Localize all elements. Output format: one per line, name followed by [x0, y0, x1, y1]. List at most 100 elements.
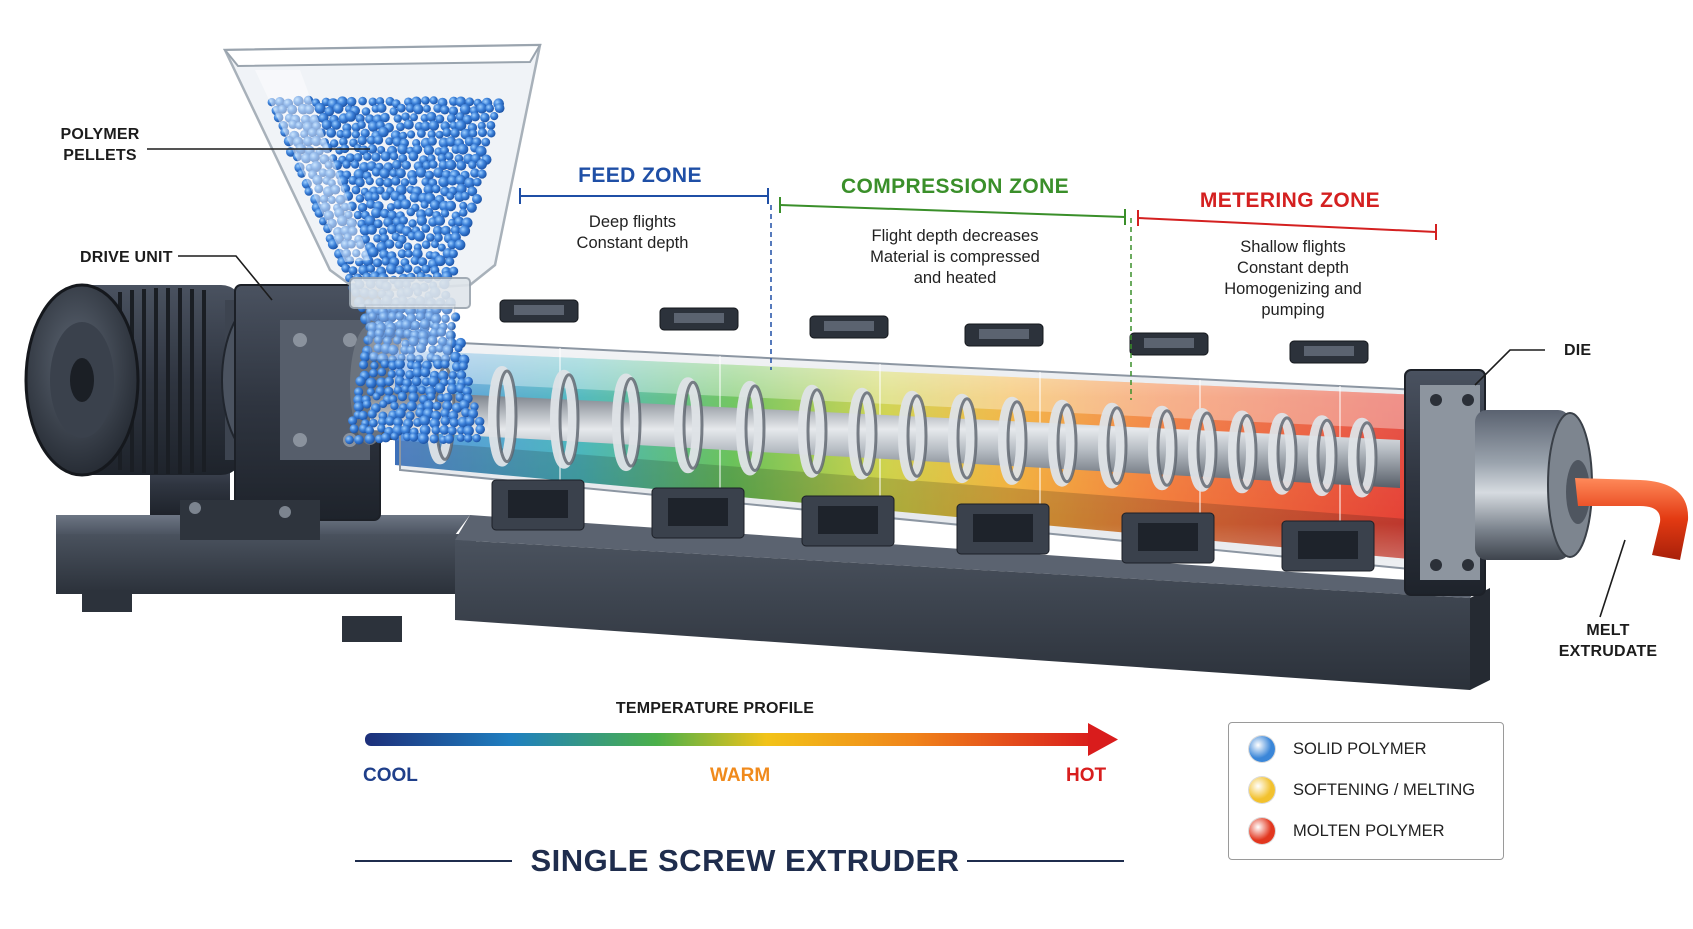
pellet	[433, 167, 444, 178]
pellet	[384, 327, 395, 338]
pellet	[413, 104, 424, 115]
pellet	[427, 130, 436, 139]
pellet	[364, 215, 376, 227]
pellet	[448, 106, 459, 116]
pellet	[421, 224, 431, 233]
pellet	[426, 392, 436, 401]
temp-warm-label: WARM	[710, 765, 771, 786]
pellet	[337, 175, 349, 187]
pellet	[408, 219, 417, 228]
pellet	[396, 122, 405, 132]
pellet	[394, 376, 405, 386]
pellet	[323, 210, 334, 221]
heater-grill	[824, 321, 874, 331]
pellet	[357, 202, 368, 213]
pellet	[490, 112, 499, 121]
pellet	[329, 154, 338, 163]
pellet	[375, 177, 385, 187]
pellet	[363, 152, 372, 161]
pellet	[368, 312, 378, 321]
pellet	[388, 394, 398, 404]
screw-flight	[1236, 414, 1258, 490]
pellet	[399, 131, 408, 140]
pellet	[487, 129, 496, 138]
heater-slot	[1298, 531, 1358, 559]
pellet	[348, 266, 358, 276]
pellet	[368, 246, 379, 258]
pellet	[455, 112, 465, 122]
pellet	[323, 223, 333, 234]
pellet	[424, 207, 434, 217]
pellet	[301, 178, 312, 189]
pellet	[450, 351, 462, 363]
pellet	[356, 240, 365, 249]
pellet	[406, 345, 416, 355]
pellet	[405, 370, 415, 380]
pellet	[383, 336, 392, 346]
heater-slot	[508, 490, 568, 518]
pellet	[371, 207, 382, 219]
pellet	[445, 200, 457, 212]
pellet	[428, 345, 438, 354]
pellet	[355, 194, 365, 203]
compression-zone-description: Flight depth decreases Material is compr…	[870, 227, 1040, 287]
pellet	[416, 215, 427, 226]
pellet	[380, 112, 390, 123]
pellet	[438, 176, 450, 188]
pellet	[369, 352, 379, 362]
pellet	[428, 120, 440, 131]
pellet	[304, 187, 314, 196]
pellet	[392, 159, 402, 170]
pellet	[393, 385, 403, 395]
pellet	[339, 137, 348, 146]
pellet	[440, 209, 450, 218]
pellet	[345, 435, 354, 445]
pellet	[310, 161, 322, 172]
zone-brackets	[519, 188, 1437, 400]
pellet	[472, 194, 482, 204]
pellet	[417, 129, 426, 138]
pellet	[418, 386, 427, 395]
screw-flight	[998, 396, 1026, 485]
pellet	[387, 224, 398, 235]
pellet	[468, 408, 479, 419]
pellet	[397, 391, 408, 402]
pellet	[292, 152, 302, 162]
pellet	[399, 216, 409, 225]
pellet	[427, 335, 438, 346]
pellet	[470, 112, 480, 122]
pellet	[342, 129, 352, 139]
pellet	[352, 249, 361, 258]
pellet	[374, 335, 383, 345]
pellet	[457, 143, 469, 155]
pellet	[440, 359, 450, 369]
pellet	[378, 126, 389, 138]
label-die: DIE	[1564, 342, 1592, 359]
pellet	[459, 104, 471, 115]
pellet	[434, 255, 446, 267]
pellet	[449, 417, 459, 428]
pellet	[366, 264, 376, 273]
pellet	[454, 344, 463, 353]
pellet	[380, 432, 391, 443]
pellet	[389, 169, 398, 178]
pellet	[423, 184, 434, 195]
pellet	[390, 432, 399, 441]
pellet	[353, 401, 364, 412]
pellet	[319, 194, 329, 204]
pellet	[367, 144, 378, 154]
pellet	[384, 376, 395, 387]
pellet	[331, 120, 342, 130]
metering-zone-title: METERING ZONE	[1199, 189, 1381, 212]
pellet	[455, 174, 466, 186]
pellet	[459, 208, 468, 217]
pellet	[472, 433, 481, 443]
pellet	[301, 153, 312, 164]
screw-flight	[744, 384, 766, 473]
pellet	[429, 96, 438, 105]
pellet	[468, 160, 477, 170]
pellet	[376, 377, 387, 388]
pellet	[380, 151, 391, 162]
pellet	[389, 152, 399, 161]
pellet	[340, 183, 351, 194]
